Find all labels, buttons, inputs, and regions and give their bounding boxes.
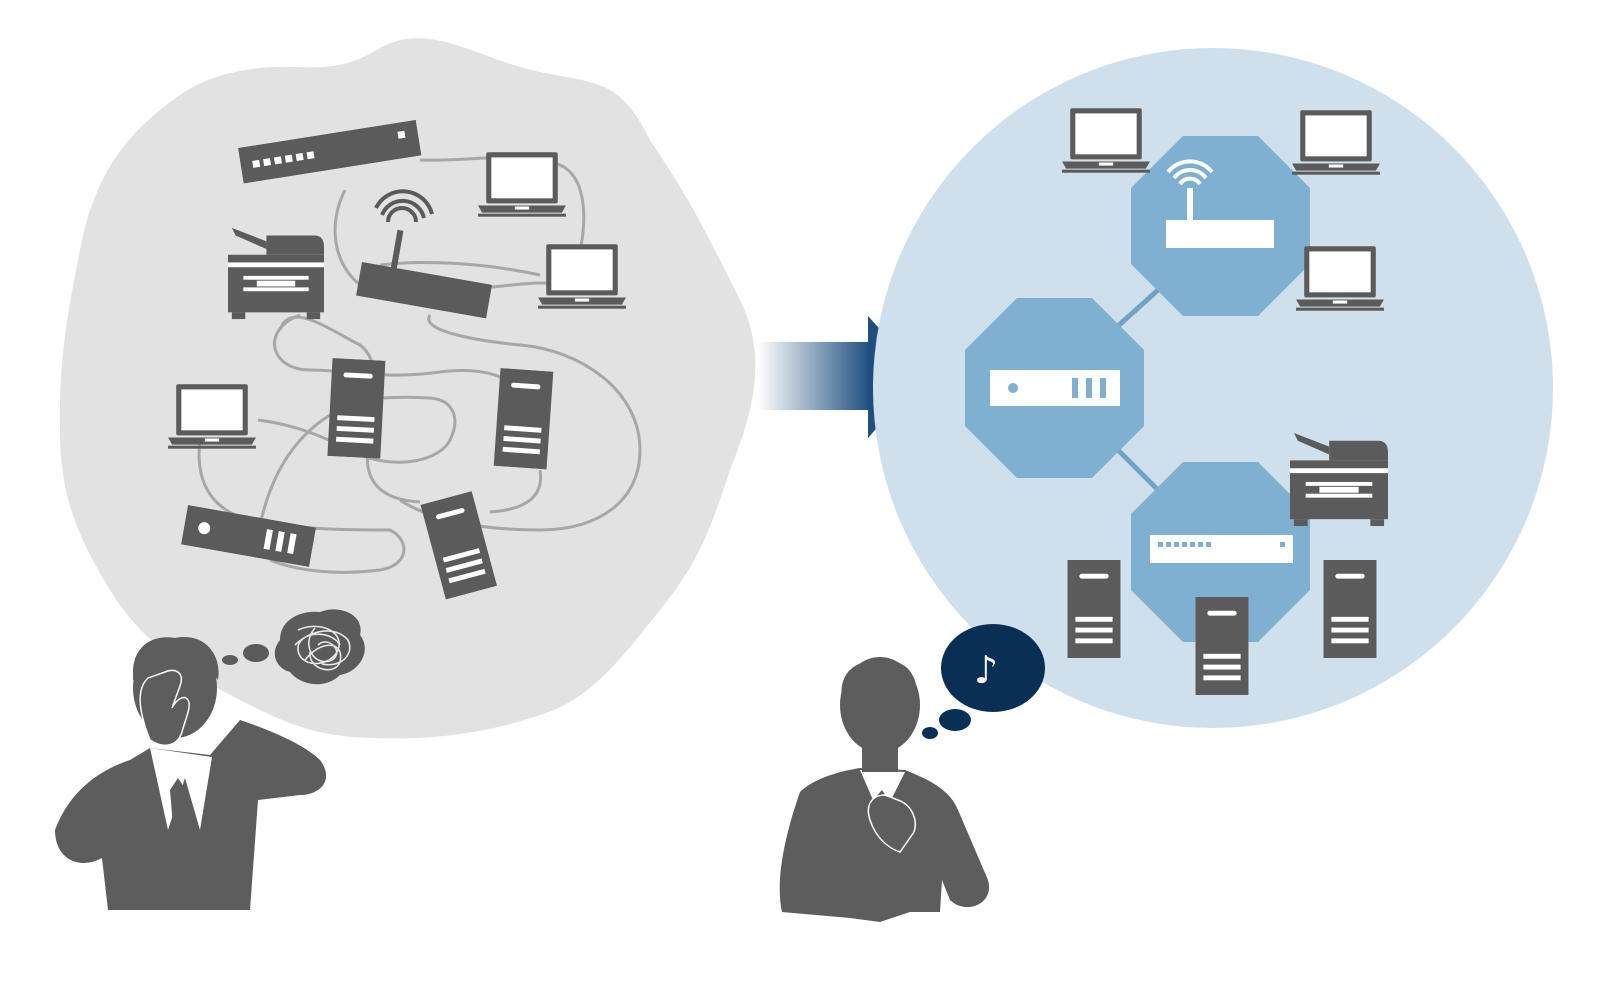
organized-network-section: ♪ [779, 48, 1553, 922]
laptop-device [1062, 108, 1150, 173]
laptop-device [1292, 110, 1380, 175]
laptop-device [478, 152, 566, 217]
rack-server-hub [965, 298, 1144, 478]
server-device [493, 368, 554, 470]
relieved-businessman-icon [779, 657, 990, 922]
laptop-device [538, 244, 626, 309]
server-device [1195, 597, 1249, 695]
organized-network-circle [873, 48, 1553, 728]
wifi-router-hub [1131, 136, 1310, 316]
switch-hub [1131, 462, 1310, 642]
chaotic-network-section [55, 38, 756, 910]
server-device [1323, 560, 1377, 658]
laptop-device [1296, 246, 1384, 311]
laptop-device [168, 384, 256, 449]
tangled-thought-bubble [222, 609, 365, 685]
chaos-cloud [59, 38, 756, 739]
music-note-icon: ♪ [974, 648, 998, 692]
server-device [1067, 560, 1121, 658]
music-thought-bubble: ♪ [922, 624, 1045, 739]
stressed-businessman-icon [55, 637, 327, 910]
wifi-router-device [356, 189, 492, 319]
hub-links [1116, 288, 1160, 492]
server-device [327, 358, 386, 459]
